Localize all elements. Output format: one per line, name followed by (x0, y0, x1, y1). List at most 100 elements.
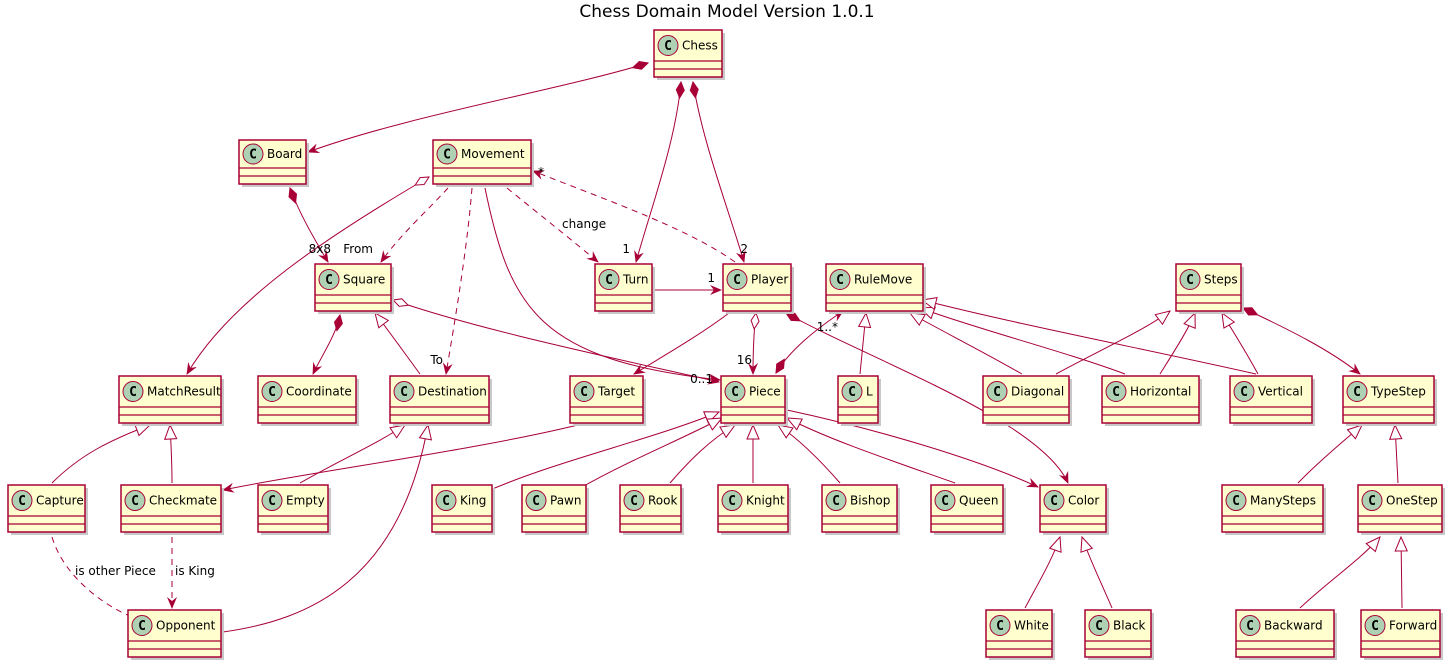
class-stereotype-icon (573, 381, 595, 402)
class-name-diagonal: Diagonal (1011, 385, 1064, 399)
multiplicity-player-to-movement: * (538, 165, 544, 179)
class-name-capture: Capture (36, 494, 84, 508)
class-stereotype-icon (261, 381, 283, 402)
class-stereotype-icon (934, 490, 956, 511)
class-name-vertical: Vertical (1258, 385, 1303, 399)
multiplicity-chess-to-turn: 1 (622, 242, 630, 256)
class-name-steps: Steps (1204, 273, 1238, 287)
svg-text:C: C (733, 273, 741, 288)
relation-vertical-to-steps (1222, 313, 1259, 375)
relation-capture-to-matchresult (51, 425, 150, 484)
class-name-color: Color (1068, 494, 1099, 508)
svg-text:C: C (580, 385, 588, 400)
svg-text:C: C (1112, 385, 1120, 400)
svg-text:C: C (138, 619, 146, 634)
class-stereotype-icon (623, 490, 645, 511)
class-stereotype-icon (1105, 381, 1127, 402)
relation-pawn-to-piece (581, 418, 722, 488)
class-name-piece: Piece (749, 385, 781, 399)
class-stereotype-icon (242, 143, 264, 165)
class-stereotype-icon (726, 269, 748, 290)
relation-queen-to-piece (787, 418, 956, 484)
relation-checkmate-to-matchresult (170, 425, 172, 484)
class-stereotype-icon (1239, 615, 1261, 636)
class-name-knight: Knight (746, 494, 785, 508)
class-stereotype-icon (986, 381, 1008, 402)
class-steps[interactable]: C Steps (1175, 263, 1244, 314)
svg-text:C: C (268, 494, 276, 509)
relation-movement-to-turn (506, 187, 599, 263)
class-name-typestep: TypeStep (1370, 385, 1426, 399)
class-name-board: Board (267, 147, 302, 161)
relation-manysteps-to-typestep (1297, 425, 1362, 484)
relation-player-to-target (633, 312, 730, 375)
class-stereotype-icon (825, 490, 847, 511)
svg-text:C: C (1050, 494, 1058, 509)
class-piece[interactable]: C Piece (720, 375, 788, 426)
class-name-rulemove: RuleMove (854, 273, 912, 287)
multiplicity-chess-to-player: 2 (740, 242, 748, 256)
relation-chess-to-player (693, 82, 744, 262)
class-stereotype-icon (1179, 269, 1201, 290)
multiplicity-square-to-piece: 0..1 (690, 372, 713, 386)
class-name-forward: Forward (1389, 619, 1437, 633)
relation-chess-to-board (308, 63, 648, 152)
relation-horizontal-to-rulemove (920, 308, 1126, 375)
class-name-horizontal: Horizontal (1130, 385, 1191, 399)
svg-text:C: C (1186, 273, 1194, 288)
relation-empty-to-destination (299, 425, 405, 484)
svg-text:C: C (325, 273, 333, 288)
class-name-manysteps: ManySteps (1250, 494, 1316, 508)
class-target[interactable]: C Target (569, 375, 646, 426)
class-color[interactable]: C Color (1039, 484, 1109, 535)
svg-text:C: C (731, 385, 739, 400)
relation-player-to-movement (532, 170, 736, 263)
relation-piece-to-rulemove (776, 311, 843, 373)
svg-text:C: C (605, 273, 613, 288)
relation-target-to-checkmate (222, 421, 591, 493)
relation-movement-to-square (380, 187, 449, 263)
svg-text:C: C (443, 148, 451, 163)
class-stereotype-icon (721, 490, 743, 511)
class-name-destination: Destination (418, 385, 487, 399)
svg-text:C: C (630, 494, 638, 509)
class-name-target: Target (597, 385, 635, 399)
class-stereotype-icon (657, 35, 679, 56)
class-name-pawn: Pawn (550, 494, 581, 508)
svg-text:C: C (131, 494, 139, 509)
class-stereotype-icon (124, 490, 146, 511)
diagram-title: Chess Domain Model Version 1.0.1 (579, 2, 874, 22)
class-horizontal[interactable]: C Horizontal (1101, 375, 1202, 426)
